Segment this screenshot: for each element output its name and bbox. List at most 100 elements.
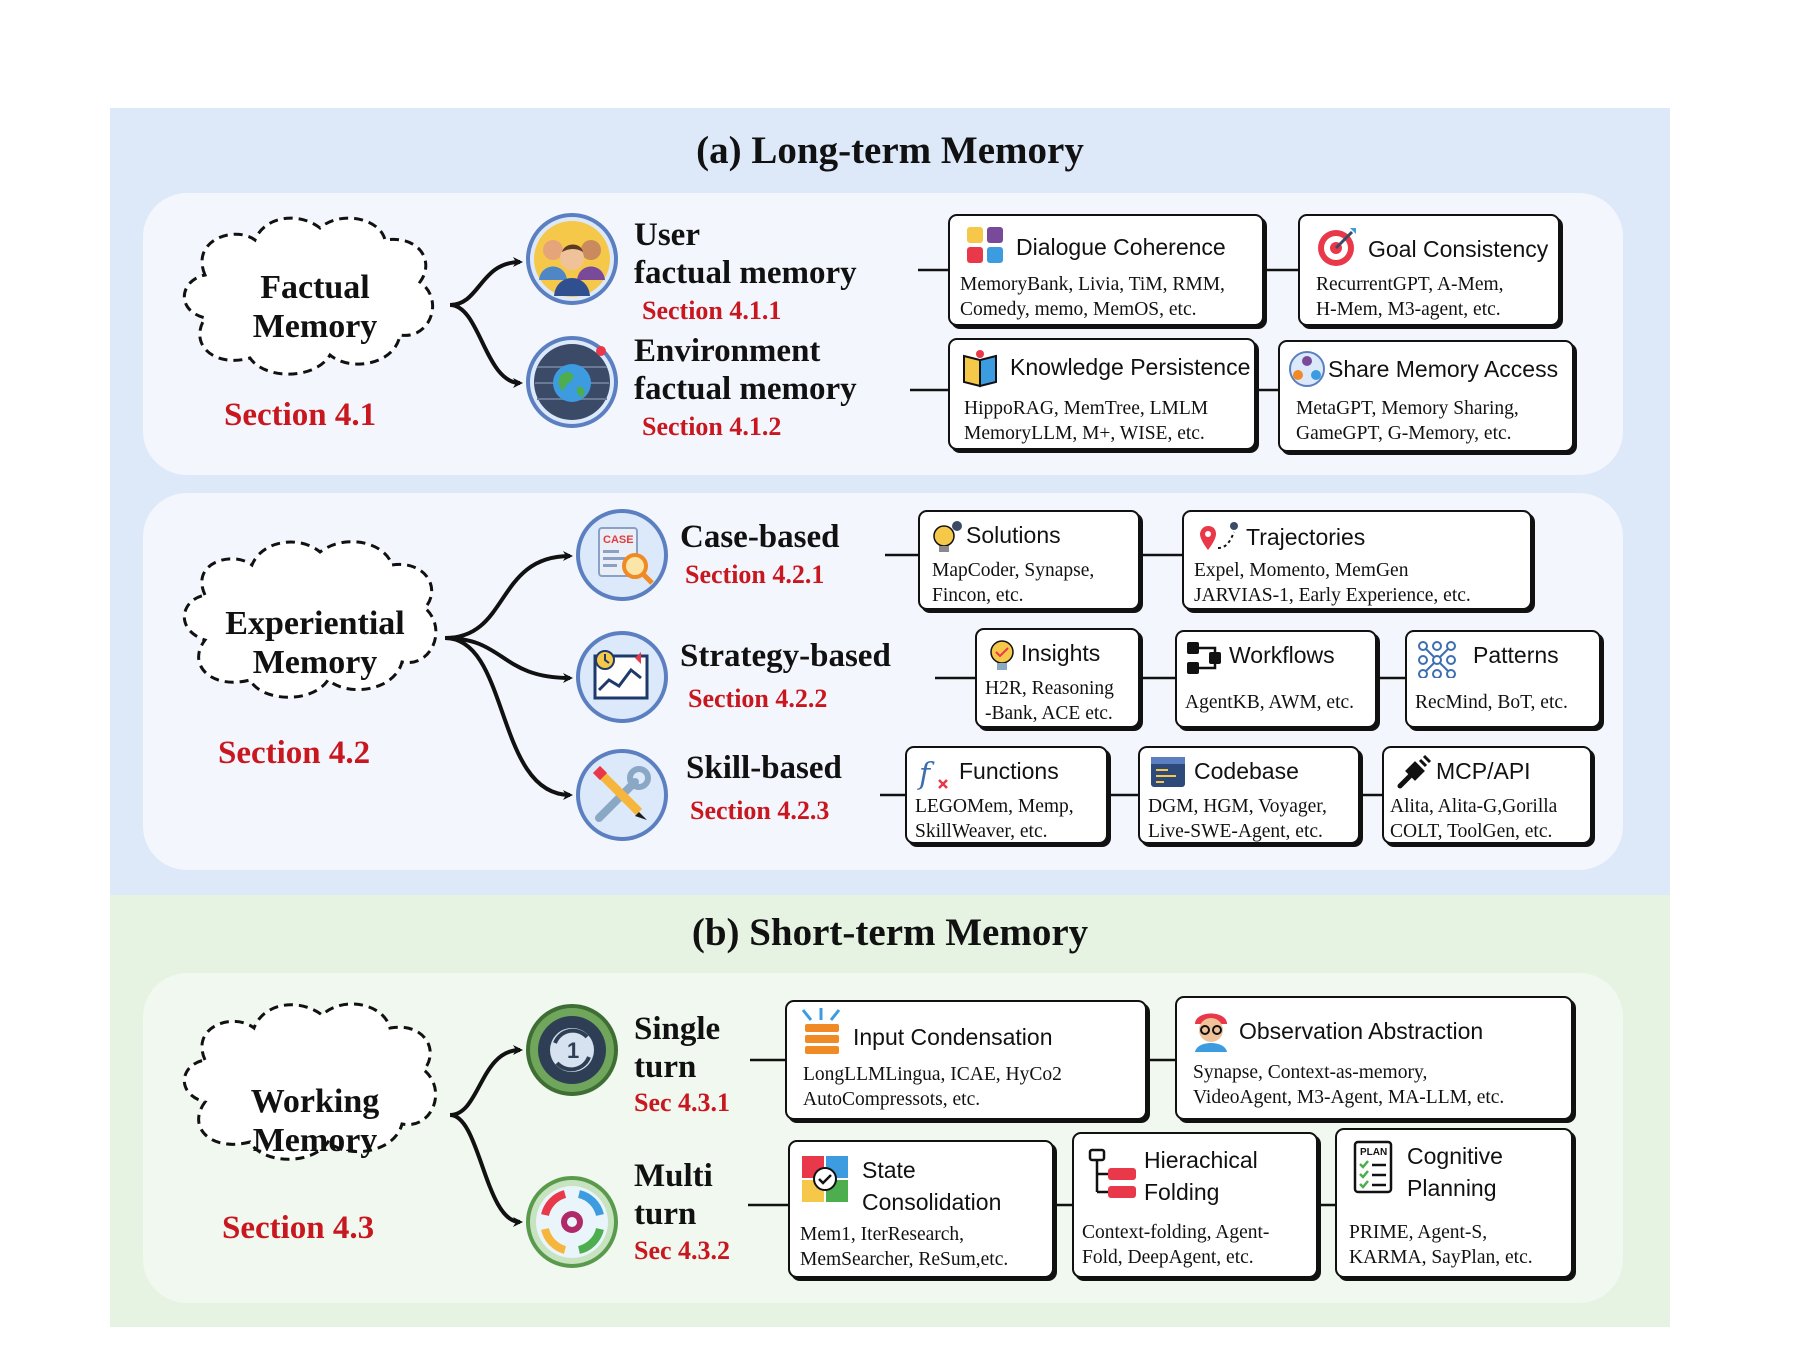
functions-refs: LEGOMem, Memp,SkillWeaver, etc. [915, 796, 1074, 842]
experiential-section: Section 4.2 [218, 735, 371, 771]
single-turn-icon-text: 1 [567, 1038, 579, 1063]
case-search-icon: CASE [576, 509, 668, 601]
codebase-box: Codebase DGM, HGM, Voyager,Live-SWE-Agen… [1138, 746, 1360, 844]
multi-turn-section: Sec 4.3.2 [634, 1236, 731, 1265]
dialogue-coherence-title: Dialogue Coherence [1016, 234, 1226, 260]
solutions-title: Solutions [966, 522, 1061, 548]
insights-refs: H2R, Reasoning-Bank, ACE etc. [985, 678, 1114, 724]
target-icon [1318, 228, 1356, 266]
lightbulb-gear-icon [933, 521, 962, 552]
goal-consistency-box: Goal Consistency RecurrentGPT, A-Mem,H-M… [1298, 214, 1560, 326]
observation-abstraction-title: Observation Abstraction [1239, 1018, 1484, 1044]
lightbulb-icon [990, 640, 1014, 670]
knowledge-persistence-box: Knowledge Persistence HippoRAG, MemTree,… [948, 338, 1256, 450]
share-memory-access-refs: MetaGPT, Memory Sharing,GameGPT, G-Memor… [1296, 398, 1519, 444]
skill-based-label: Skill-based [686, 750, 842, 786]
network-users-icon [1289, 351, 1325, 387]
workflow-icon [1187, 642, 1221, 674]
strategy-based-section: Section 4.2.2 [688, 684, 828, 713]
experiential-cloud [182, 540, 438, 699]
case-based-section: Section 4.2.1 [685, 560, 825, 589]
share-memory-access-box: Share Memory Access MetaGPT, Memory Shar… [1278, 340, 1574, 452]
share-memory-access-title: Share Memory Access [1328, 356, 1559, 382]
working-cloud [182, 1002, 438, 1161]
dialogue-coherence-box: Dialogue Coherence MemoryBank, Livia, Ti… [948, 214, 1264, 326]
pattern-nodes-icon [1418, 641, 1456, 678]
plan-icon-text: PLAN [1360, 1147, 1387, 1158]
users-group-icon [526, 213, 618, 305]
solutions-refs: MapCoder, Synapse,Fincon, etc. [932, 560, 1095, 606]
patterns-title: Patterns [1473, 642, 1559, 668]
knowledge-persistence-title: Knowledge Persistence [1010, 354, 1251, 380]
user-factual-section: Section 4.1.1 [642, 296, 782, 325]
single-turn-section: Sec 4.3.1 [634, 1088, 731, 1117]
long-term-title: (a) Long-term Memory [696, 129, 1084, 172]
workflows-title: Workflows [1229, 642, 1335, 668]
cognitive-planning-refs: PRIME, Agent-S,KARMA, SayPlan, etc. [1349, 1222, 1533, 1268]
function-icon-text: f [917, 757, 935, 792]
skill-based-section: Section 4.2.3 [690, 796, 830, 825]
globe-wall-icon [526, 336, 618, 428]
dialogue-coherence-refs: MemoryBank, Livia, TiM, RMM,Comedy, memo… [960, 274, 1225, 320]
workflows-refs: AgentKB, AWM, etc. [1185, 692, 1355, 713]
book-icon [963, 350, 997, 388]
hierarchy-icon [1088, 1148, 1136, 1198]
compress-arrows-icon [801, 1008, 841, 1054]
goal-consistency-refs: RecurrentGPT, A-Mem,H-Mem, M3-agent, etc… [1316, 274, 1504, 320]
route-pin-icon [1200, 522, 1238, 550]
puzzle-check-icon [802, 1156, 848, 1202]
functions-box: f Functions LEGOMem, Memp,SkillWeaver, e… [905, 746, 1108, 844]
trajectories-title: Trajectories [1246, 524, 1366, 550]
insights-box: Insights H2R, Reasoning-Bank, ACE etc. [975, 628, 1140, 728]
plan-checklist-icon: PLAN [1353, 1140, 1393, 1194]
environment-factual-section: Section 4.1.2 [642, 412, 782, 441]
case-based-label: Case-based [680, 519, 840, 555]
workflows-box: Workflows AgentKB, AWM, etc. [1175, 630, 1377, 728]
input-condensation-title: Input Condensation [853, 1024, 1053, 1050]
strategy-based-label: Strategy-based [680, 638, 891, 674]
hierarchical-folding-refs: Context-folding, Agent-Fold, DeepAgent, … [1082, 1222, 1270, 1268]
observation-abstraction-refs: Synapse, Context-as-memory,VideoAgent, M… [1193, 1062, 1505, 1108]
strategy-chart-icon [576, 631, 668, 723]
plug-icon [1397, 754, 1432, 789]
single-turn-cycle-icon: 1 [526, 1004, 618, 1096]
solutions-box: Solutions MapCoder, Synapse,Fincon, etc. [918, 510, 1140, 610]
input-condensation-box: Input Condensation LongLLMLingua, ICAE, … [785, 1000, 1147, 1120]
insights-title: Insights [1021, 640, 1101, 666]
factual-cloud [182, 216, 435, 376]
wrench-pencil-icon [576, 749, 668, 841]
patterns-refs: RecMind, BoT, etc. [1415, 692, 1568, 713]
observation-abstraction-box: Observation Abstraction Synapse, Context… [1175, 996, 1573, 1120]
functions-title: Functions [959, 758, 1059, 784]
codebase-title: Codebase [1194, 758, 1299, 784]
multi-turn-cycle-icon [526, 1176, 618, 1268]
mcp-api-title: MCP/API [1436, 758, 1531, 784]
goal-consistency-title: Goal Consistency [1368, 236, 1549, 262]
factual-section: Section 4.1 [224, 397, 377, 433]
patterns-box: Patterns RecMind, BoT, etc. [1405, 630, 1601, 728]
state-consolidation-refs: Mem1, IterResearch,MemSearcher, ReSum,et… [800, 1224, 1009, 1270]
observer-icon [1195, 1013, 1227, 1052]
dialogue-grid-icon [967, 227, 1003, 263]
case-icon-text: CASE [603, 534, 634, 546]
code-window-icon [1151, 757, 1185, 787]
